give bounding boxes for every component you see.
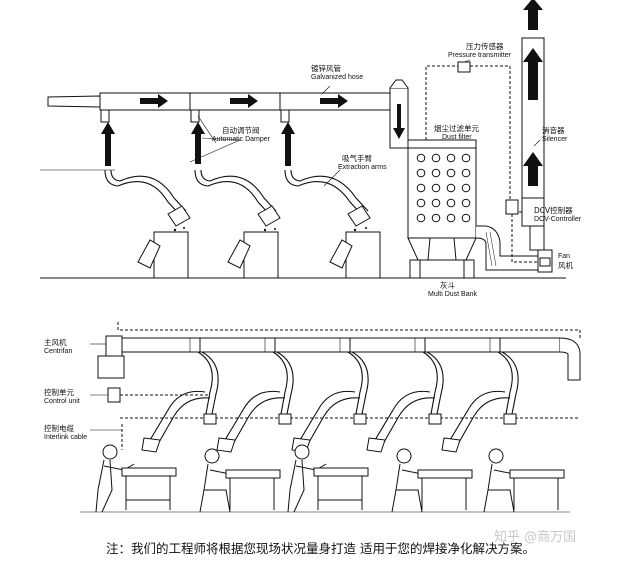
dust-filter-label: 烟尘过滤单元 Dust filter [434, 124, 479, 142]
watermark: 知乎 @商万国 [494, 530, 577, 545]
duct-flow-arrows [140, 94, 405, 139]
silencer-stack [521, 0, 545, 251]
dust-filter-unit [407, 139, 477, 279]
bottom-diagram [80, 322, 581, 513]
extraction-arms-label-en: Extraction arms [338, 164, 387, 171]
fan-label-en: Fan [558, 253, 571, 260]
dcv-controller-label-zh: DCV控制器 [534, 206, 573, 215]
fan [537, 249, 553, 273]
welders [80, 444, 570, 513]
galvanized-hose-label-en: Galvanized hose [311, 74, 364, 81]
automatic-damper-label-en: Automatic Damper [212, 136, 270, 143]
centrifan-label-en: Centrifan [44, 348, 73, 355]
control-unit-label: 控制单元 Control unit [44, 388, 80, 406]
bottom-hoods [141, 413, 517, 453]
top-hoods [167, 205, 371, 238]
silencer-label: 消音器 Silencer [542, 126, 567, 144]
silencer-label-zh: 消音器 [542, 126, 565, 135]
dcv-controller-label: DCV控制器 DCV-Controller [534, 206, 581, 224]
top-arms [40, 169, 369, 216]
top-workstations [137, 231, 381, 279]
centrifan-label: 主风机 Centrifan [44, 338, 72, 356]
galvanized-hose-label-zh: 镀锌风管 [311, 64, 341, 73]
control-unit-label-zh: 控制单元 [44, 388, 74, 397]
pressure-transmitter-label-en: Pressure transmitter [448, 52, 512, 59]
dust-bank-label: 灰斗 Multi Dust Bank [428, 281, 477, 299]
dcv-controller-box [505, 199, 538, 263]
bottom-arms [149, 351, 519, 445]
extraction-arms-label-zh: 吸气手臂 [342, 154, 372, 163]
footer-note: 注：我们的工程师将根据您现场状况量身打造 适用于您的焊接净化解决方案。 [106, 541, 535, 556]
extraction-arms-label: 吸气手臂 Extraction arms [338, 154, 387, 172]
fan-label-zh: 风机 [558, 261, 573, 270]
interlink-cable-label: 控制电缆 Interlink cable [44, 424, 87, 442]
centrifan [97, 322, 581, 379]
control-unit [90, 343, 580, 450]
top-diagram [40, 0, 566, 279]
control-unit-label-en: Control unit [44, 398, 80, 405]
dust-bank-label-zh: 灰斗 [440, 281, 455, 290]
pressure-transmitter-label-zh: 压力传感器 [466, 42, 504, 51]
automatic-damper-label: 自动调节阀 Automatic Damper [212, 126, 270, 144]
silencer-label-en: Silencer [542, 136, 568, 143]
interlink-cable-label-zh: 控制电缆 [44, 424, 74, 433]
fan-label: Fan 风机 [558, 252, 573, 270]
automatic-damper-label-zh: 自动调节阀 [222, 126, 260, 135]
galvanized-hose-label: 镀锌风管 Galvanized hose [311, 64, 363, 82]
pressure-transmitter-label: 压力传感器 Pressure transmitter [448, 42, 511, 60]
arm-up-arrows [101, 122, 295, 166]
interlink-cable-label-en: Interlink cable [44, 434, 88, 441]
dcv-controller-label-en: DCV-Controller [534, 216, 582, 223]
dust-bank-label-en: Multi Dust Bank [428, 291, 478, 298]
centrifan-label-zh: 主风机 [44, 338, 67, 347]
dust-filter-label-en: Dust filter [442, 134, 472, 141]
dust-filter-label-zh: 烟尘过滤单元 [434, 124, 479, 133]
